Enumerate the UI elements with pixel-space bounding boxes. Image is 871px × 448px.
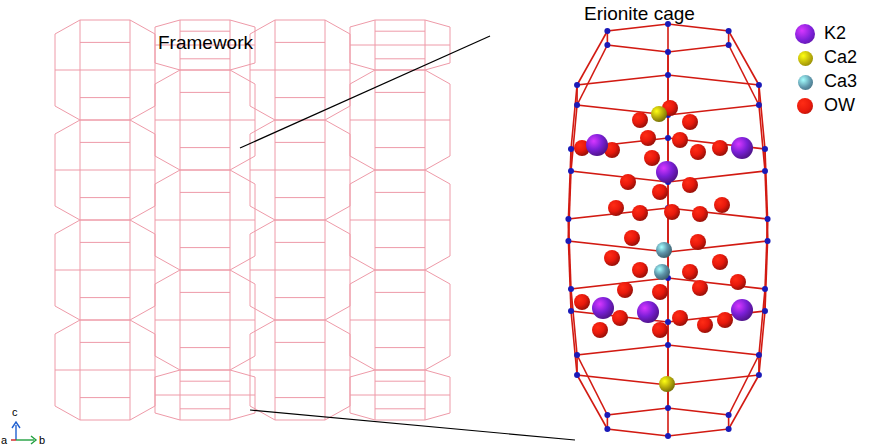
axis-label: a: [1, 434, 7, 446]
legend-text: Ca3: [824, 72, 857, 92]
zoom-line: [250, 410, 575, 440]
cage-wireframe: [568, 24, 767, 436]
legend-text: K2: [824, 24, 846, 44]
atom-spheres: [574, 100, 753, 392]
panel-title: Framework: [158, 33, 253, 54]
zoom-line: [240, 36, 490, 148]
legend-swatch: [795, 24, 815, 44]
axis-label: b: [39, 434, 45, 446]
legend-swatch: [797, 98, 813, 114]
legend-text: Ca2: [824, 48, 857, 68]
legend-row: Ca3: [798, 71, 858, 93]
legend-swatch: [798, 75, 813, 90]
legend-row: K2: [795, 23, 846, 45]
axis-label: c: [12, 406, 18, 418]
tetrahedral-sites: [565, 21, 770, 439]
panel-title: Erionite cage: [584, 4, 695, 25]
legend-row: OW: [797, 95, 855, 117]
legend-row: Ca2: [798, 47, 858, 69]
axis-triad: [11, 422, 36, 444]
legend-text: OW: [824, 96, 855, 116]
legend-swatch: [798, 51, 813, 66]
